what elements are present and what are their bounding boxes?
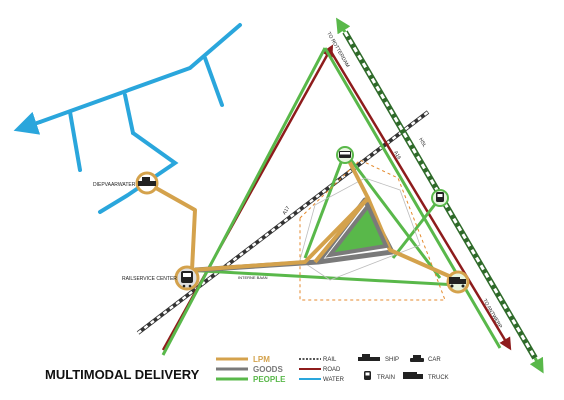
water-main-canal	[38, 23, 242, 124]
legend-ship-label: SHIP	[385, 357, 399, 363]
label-diepvaarwater: DIEPVAARWATER	[93, 182, 136, 188]
legend-truck-label: TRUCK	[428, 375, 449, 381]
label-interne-baan: INTERNE BAAN	[238, 275, 268, 280]
site-outline-inner	[299, 177, 421, 281]
hub-hsl-station	[431, 189, 449, 207]
legend-car-label: CAR	[428, 357, 441, 363]
train-icon	[364, 371, 371, 380]
page-title: MULTIMODAL DELIVERY	[45, 367, 200, 382]
ship-icon	[138, 177, 156, 186]
legend-lpm-label: LPM	[253, 355, 270, 364]
bus-icon	[339, 151, 351, 158]
legend-road-label: ROAD	[323, 367, 341, 373]
legend: LPM GOODS PEOPLE RAIL ROAD WATER SHIP CA…	[216, 354, 449, 384]
label-railservice-center: RAILSERVICE CENTER	[122, 276, 177, 282]
legend-train-label: TRAIN	[377, 375, 395, 381]
people-network	[161, 47, 502, 356]
central-platform	[325, 202, 389, 258]
hub-north	[336, 146, 354, 164]
lpm-network	[146, 152, 459, 282]
water-branch-3	[68, 110, 82, 172]
road-a16	[161, 44, 512, 351]
legend-goods-label: GOODS	[253, 365, 283, 374]
truck-icon	[403, 372, 423, 379]
water-branch-4	[98, 131, 179, 214]
truck-icon	[449, 277, 466, 288]
hub-diepvaarwater	[135, 171, 159, 195]
car-icon	[410, 355, 424, 362]
label-a16: A16	[392, 150, 402, 161]
ship-icon	[358, 354, 380, 361]
train-icon	[436, 192, 444, 202]
rail-a17	[136, 110, 430, 335]
train-icon	[181, 271, 193, 288]
label-hsl: HSL	[417, 137, 427, 149]
water-arrow	[13, 111, 42, 135]
hub-railservice-center	[174, 265, 200, 291]
legend-people-label: PEOPLE	[253, 375, 286, 384]
water-branch-2	[123, 93, 135, 135]
legend-rail-label: RAIL	[323, 357, 337, 363]
legend-water-label: WATER	[323, 377, 345, 383]
water-branch-1	[203, 56, 224, 107]
hub-southeast	[446, 270, 470, 294]
label-a17: A17	[282, 205, 292, 216]
